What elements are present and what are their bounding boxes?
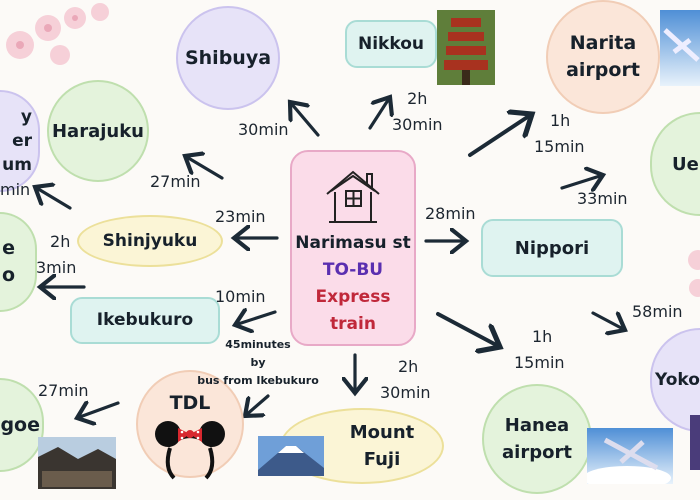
time-line: 1h [532, 327, 553, 346]
pagoda-photo [437, 10, 495, 85]
minnie-ears-icon [155, 421, 225, 480]
time-museum: min [0, 180, 31, 199]
time-line: 2h [407, 89, 428, 108]
node-ikebukuro[interactable]: Ikebukuro [70, 297, 220, 344]
node-nippori[interactable]: Nippori [481, 219, 623, 277]
arrow-kawagoe [77, 403, 120, 418]
center-node-narimasu[interactable]: Narimasu st TO-BU Express train [290, 150, 416, 346]
center-train-type: Express [315, 287, 391, 307]
node-label: Fuji [363, 449, 401, 470]
node-label: Ue [672, 153, 699, 175]
arrow-tdl [245, 394, 270, 416]
time-line: 30min [392, 115, 443, 134]
kawagoe-photo [38, 437, 116, 489]
time-kawagoe: 27min [38, 381, 89, 400]
time-line: 2h [50, 232, 71, 251]
time-harajuku: 27min [150, 172, 201, 191]
arrow-shibuya [290, 102, 320, 137]
node-label: Nippori [514, 237, 590, 259]
time-fuji: 2h 30min [380, 354, 431, 406]
node-narita[interactable]: Narita airport [546, 0, 660, 114]
node-label: Shibuya [184, 46, 272, 69]
node-label: Yoko [655, 369, 700, 390]
node-hanea[interactable]: Hanea airport [482, 384, 592, 494]
center-train-type: train [330, 314, 376, 334]
node-label: Mount [349, 422, 415, 443]
node-label: e [2, 237, 15, 259]
time-ikebukuro: 10min [215, 287, 266, 306]
plane-photo [587, 428, 673, 484]
time-hanea: 1h 15min [514, 324, 565, 376]
node-tdl[interactable]: TDL [136, 370, 244, 478]
node-label: y [20, 107, 32, 127]
time-line: 15min [534, 137, 585, 156]
time-line: 1h [550, 111, 571, 130]
time-line: 30min [380, 383, 431, 402]
arrow-yokohama [591, 313, 625, 330]
center-line-name: TO-BU [322, 260, 384, 280]
time-line: 3min [36, 258, 77, 277]
time-line: 2h [398, 357, 419, 376]
node-label: Narita [569, 32, 637, 54]
arrow-nikkou [368, 97, 390, 130]
node-label: o [1, 264, 15, 286]
arrow-harajuku [185, 156, 224, 180]
time-line: bus from Ikebukuro [197, 374, 319, 387]
node-label: er [12, 131, 32, 151]
time-narita: 1h 15min [534, 108, 585, 160]
node-label: um [2, 155, 32, 175]
time-line: 15min [514, 353, 565, 372]
arrow-ikebukuro [235, 312, 277, 325]
node-label: airport [566, 59, 640, 81]
node-label: Harajuku [51, 120, 144, 142]
cherry-blossom-icon [6, 3, 109, 65]
arrow-museum [35, 187, 72, 210]
time-tdl: 45minutes by bus from Ikebukuro [196, 336, 320, 390]
time-line: 45minutes [225, 338, 291, 351]
time-line: by [250, 356, 266, 369]
node-label: Hanea [504, 415, 570, 436]
time-nikkou: 2h 30min [392, 86, 443, 138]
center-station-name: Narimasu st [295, 233, 411, 253]
time-nippori: 28min [425, 204, 476, 223]
node-label: Ikebukuro [96, 310, 194, 330]
node-harajuku[interactable]: Harajuku [47, 80, 149, 182]
node-shibuya[interactable]: Shibuya [176, 6, 280, 110]
time-shibuya: 30min [238, 120, 289, 139]
cherry-blossom-icon [688, 250, 700, 297]
yokohama-photo [690, 415, 700, 470]
plane-photo [660, 10, 700, 86]
arrow-ueno [560, 175, 603, 188]
node-label: TDL [169, 392, 211, 414]
node-nikkou[interactable]: Nikkou [345, 20, 437, 68]
time-ueno: 33min [577, 189, 628, 208]
time-yokohama: 58min [632, 302, 683, 321]
node-label: airport [502, 442, 572, 463]
mount-fuji-photo [258, 436, 324, 476]
arrow-hanea [436, 312, 500, 347]
node-label: Nikkou [358, 33, 424, 54]
node-label: goe [0, 413, 40, 436]
time-shinjyuku: 23min [215, 207, 266, 226]
node-shinjyuku[interactable]: Shinjyuku [77, 215, 223, 267]
node-label: Shinjyuku [102, 230, 198, 251]
time-left-green: 2h 3min [36, 229, 76, 281]
arrow-narita [468, 114, 532, 157]
house-icon [326, 170, 380, 223]
